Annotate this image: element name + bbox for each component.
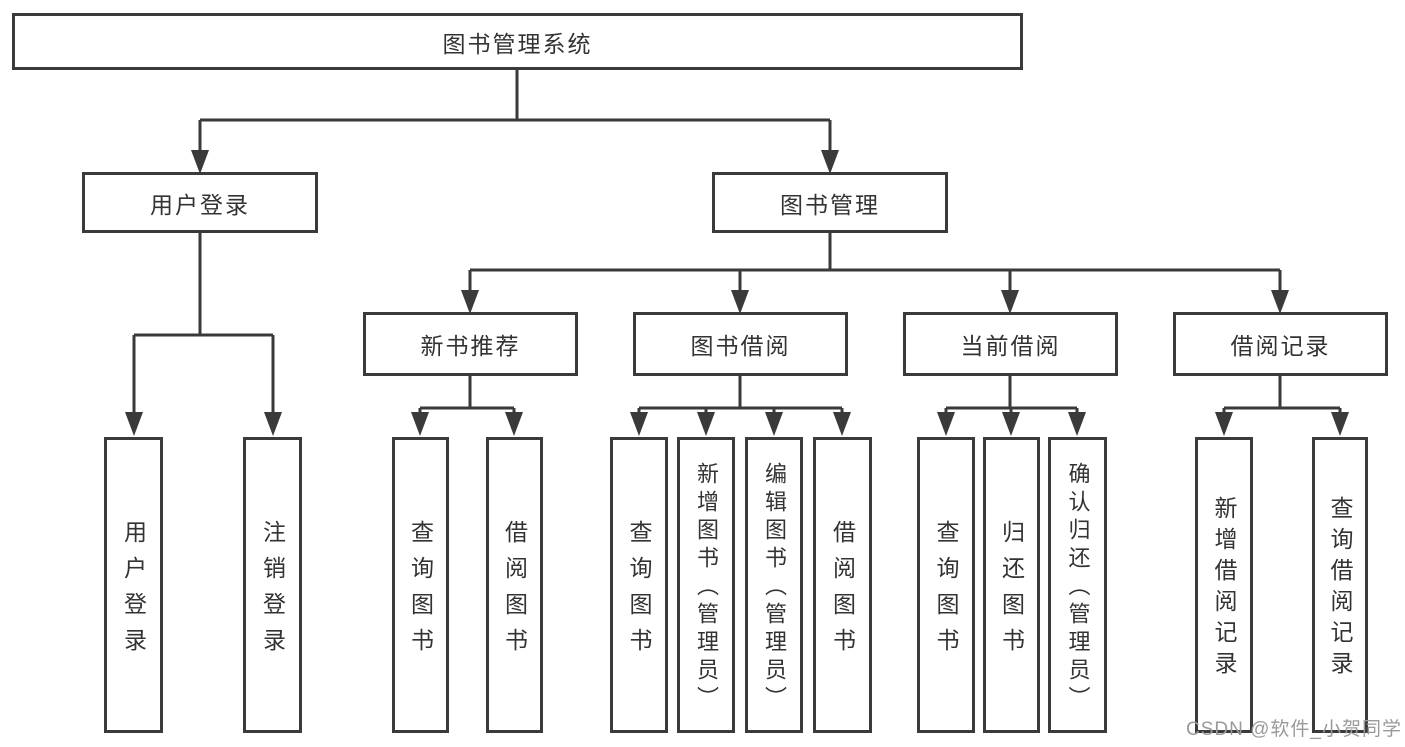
node-book-borrow: 图书借阅 xyxy=(633,312,848,376)
arrow-down-icon xyxy=(1002,412,1020,436)
node-label: 查询图书 xyxy=(407,519,434,664)
arrow-down-icon xyxy=(1271,290,1289,314)
node-label: 图书管理 xyxy=(780,191,880,218)
leaf-bb-edit-books-admin: 编辑图书（管理员） xyxy=(745,437,803,733)
edge-borrow-records-children xyxy=(1215,376,1349,436)
arrow-down-icon xyxy=(1331,412,1349,436)
arrow-down-icon xyxy=(1215,412,1233,436)
node-library-system: 图书管理系统 xyxy=(12,13,1023,70)
node-label: 编辑图书（管理员） xyxy=(762,462,787,714)
node-user-login: 用户登录 xyxy=(82,172,318,233)
leaf-logout: 注销登录 xyxy=(243,437,302,733)
leaf-bb-query-books: 查询图书 xyxy=(610,437,668,733)
node-label: 查询借阅记录 xyxy=(1327,496,1353,682)
node-current-borrow: 当前借阅 xyxy=(903,312,1118,376)
node-label: 新增图书（管理员） xyxy=(694,462,719,714)
arrow-down-icon xyxy=(264,412,282,436)
leaf-nbr-borrow-books: 借阅图书 xyxy=(486,437,543,733)
arrow-down-icon xyxy=(461,290,479,314)
leaf-user-login: 用户登录 xyxy=(104,437,163,733)
arrow-down-icon xyxy=(630,412,648,436)
edge-user-login-children xyxy=(125,233,282,436)
node-label: 用户登录 xyxy=(150,191,250,218)
leaf-br-add-record: 新增借阅记录 xyxy=(1195,437,1253,733)
arrow-down-icon xyxy=(821,150,839,174)
node-new-book-recommend: 新书推荐 xyxy=(363,312,578,376)
node-label: 新增借阅记录 xyxy=(1211,496,1237,682)
node-label: 新书推荐 xyxy=(420,333,521,359)
node-label: 注销登录 xyxy=(259,519,286,664)
node-label: 归还图书 xyxy=(998,519,1025,664)
node-label: 借阅图书 xyxy=(501,519,528,664)
arrow-down-icon xyxy=(697,412,715,436)
arrow-down-icon xyxy=(1001,290,1019,314)
node-label: 借阅图书 xyxy=(829,519,856,664)
node-label: 确认归还（管理员） xyxy=(1065,462,1091,714)
leaf-bb-borrow-books: 借阅图书 xyxy=(813,437,872,733)
leaf-cb-confirm-return-admin: 确认归还（管理员） xyxy=(1048,437,1107,733)
node-label: 查询图书 xyxy=(626,519,652,664)
arrow-down-icon xyxy=(125,412,143,436)
edge-book-borrow-children xyxy=(630,376,851,436)
arrow-down-icon xyxy=(937,412,955,436)
node-label: 查询图书 xyxy=(933,519,959,664)
edge-current-borrow-children xyxy=(937,376,1086,436)
node-label: 图书管理系统 xyxy=(442,30,593,57)
leaf-cb-query-books: 查询图书 xyxy=(917,437,975,733)
arrow-down-icon xyxy=(411,412,429,436)
leaf-bb-add-books-admin: 新增图书（管理员） xyxy=(677,437,735,733)
edge-root-to-level2 xyxy=(191,70,839,174)
leaf-cb-return-books: 归还图书 xyxy=(983,437,1040,733)
leaf-br-query-record: 查询借阅记录 xyxy=(1312,437,1368,733)
arrow-down-icon xyxy=(191,150,209,174)
edge-book-management-children xyxy=(461,233,1289,314)
leaf-nbr-query-books: 查询图书 xyxy=(392,437,449,733)
arrow-down-icon xyxy=(731,290,749,314)
edge-new-book-recommend-children xyxy=(411,376,523,436)
csdn-watermark: CSDN @软件_小贺同学 xyxy=(1186,719,1402,740)
node-book-management: 图书管理 xyxy=(712,172,948,233)
node-label: 当前借阅 xyxy=(960,333,1061,359)
arrow-down-icon xyxy=(1068,412,1086,436)
node-label: 借阅记录 xyxy=(1230,333,1331,359)
arrow-down-icon xyxy=(765,412,783,436)
arrow-down-icon xyxy=(833,412,851,436)
node-borrow-records: 借阅记录 xyxy=(1173,312,1388,376)
node-label: 用户登录 xyxy=(120,519,147,664)
arrow-down-icon xyxy=(505,412,523,436)
node-label: 图书借阅 xyxy=(690,333,791,359)
